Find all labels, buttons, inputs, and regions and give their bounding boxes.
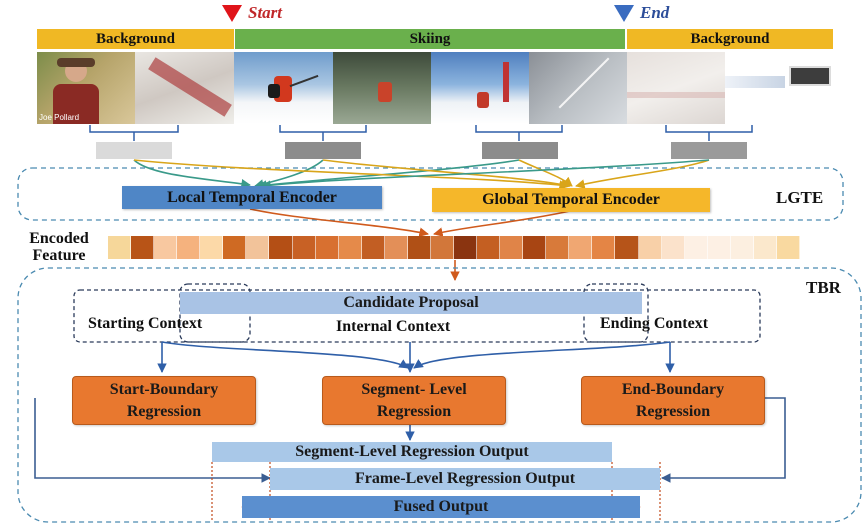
pooled-feature-4: [671, 142, 747, 159]
encoder-outputs: [249, 208, 571, 237]
encoded-feature-cell: [108, 236, 132, 259]
segment-level-regression-output: Segment-Level Regression Output: [212, 442, 612, 462]
encoded-feature-cell: [407, 236, 431, 259]
start-regression-line2: Regression: [126, 402, 202, 420]
encoded-feature-label-line1: Encoded: [29, 230, 89, 247]
encoded-feature-cell: [338, 236, 362, 259]
end-label: End: [640, 3, 670, 22]
encoded-feature-cell: [730, 236, 754, 259]
local-temporal-encoder: Local Temporal Encoder: [122, 186, 382, 209]
pooled-feature-2: [285, 142, 361, 159]
encoded-feature-cell: [177, 236, 201, 259]
encoded-feature-cell: [154, 236, 178, 259]
start-boundary-regression: Start-Boundary Regression: [72, 376, 256, 425]
end-marker-icon: [614, 5, 634, 22]
end-regression-line2: Regression: [635, 402, 711, 420]
ending-context-label: Ending Context: [600, 315, 709, 332]
video-frame-3: [234, 52, 333, 124]
frame-caption: Joe Pollard: [39, 113, 80, 122]
encoded-feature-label-line2: Feature: [32, 247, 86, 264]
video-frame-7: [627, 52, 725, 124]
frame-level-regression-output: Frame-Level Regression Output: [270, 468, 660, 490]
encoded-feature-cell: [592, 236, 616, 259]
encoded-feature-cell: [292, 236, 316, 259]
timeline-background-end: Background: [627, 29, 833, 49]
encoded-feature-cell: [269, 236, 293, 259]
frame-brackets: [89, 125, 753, 141]
encoded-feature-cell: [430, 236, 454, 259]
starting-context-label: Starting Context: [88, 315, 203, 332]
start-marker-icon: [222, 5, 242, 22]
encoded-feature-cell: [707, 236, 731, 259]
pooled-feature-3: [482, 142, 558, 159]
segment-level-regression: Segment- Level Regression: [322, 376, 506, 425]
video-frame-4: [333, 52, 431, 124]
encoded-feature-cell: [523, 236, 547, 259]
internal-context-label: Internal Context: [336, 318, 451, 335]
video-frame-2: [135, 52, 234, 124]
end-boundary-regression: End-Boundary Regression: [581, 376, 765, 425]
timeline-skiing: Skiing: [235, 29, 625, 49]
encoded-feature-cell: [384, 236, 408, 259]
encoded-feature-cell: [776, 236, 800, 259]
tbr-region: [17, 267, 862, 523]
encoded-feature-label: Encoded Feature: [18, 230, 100, 264]
encoded-feature-cell: [246, 236, 270, 259]
video-frame-5: [431, 52, 529, 124]
encoded-feature-cell: [223, 236, 247, 259]
start-regression-line1: Start-Boundary: [109, 380, 219, 398]
encoded-feature-cell: [500, 236, 524, 259]
encoder-inputs: [133, 159, 710, 190]
encoded-feature-cell: [684, 236, 708, 259]
end-regression-line1: End-Boundary: [621, 380, 725, 398]
video-frame-8: [725, 52, 833, 124]
encoded-feature-cell: [661, 236, 685, 259]
encoded-feature-cell: [361, 236, 385, 259]
video-frame-6: [529, 52, 627, 124]
encoded-feature-cell: [753, 236, 777, 259]
encoded-feature-cell: [200, 236, 224, 259]
encoded-feature-cell: [615, 236, 639, 259]
video-frame-1: Joe Pollard: [37, 52, 135, 124]
segment-regression-line1: Segment- Level: [361, 380, 467, 398]
boundary-to-frame-arrows: [34, 397, 786, 483]
encoded-feature-cell: [546, 236, 570, 259]
lgte-label: LGTE: [776, 188, 824, 207]
candidate-proposal-bar: Candidate Proposal: [180, 292, 642, 314]
timeline-background-start: Background: [37, 29, 234, 49]
encoded-feature-cell: [638, 236, 662, 259]
start-label: Start: [248, 3, 283, 22]
global-temporal-encoder: Global Temporal Encoder: [432, 188, 710, 212]
tbr-label: TBR: [806, 278, 841, 297]
fused-output: Fused Output: [242, 496, 640, 518]
encoded-feature-cell: [131, 236, 155, 259]
encoded-feature-cell: [477, 236, 501, 259]
context-arrows: [157, 341, 675, 373]
encoded-feature-cell: [315, 236, 339, 259]
segment-regression-line2: Regression: [376, 402, 452, 420]
encoded-feature-cell: [569, 236, 593, 259]
lgte-region: [17, 167, 844, 221]
pooled-feature-1: [96, 142, 172, 159]
encoded-feature-cell: [454, 236, 478, 259]
